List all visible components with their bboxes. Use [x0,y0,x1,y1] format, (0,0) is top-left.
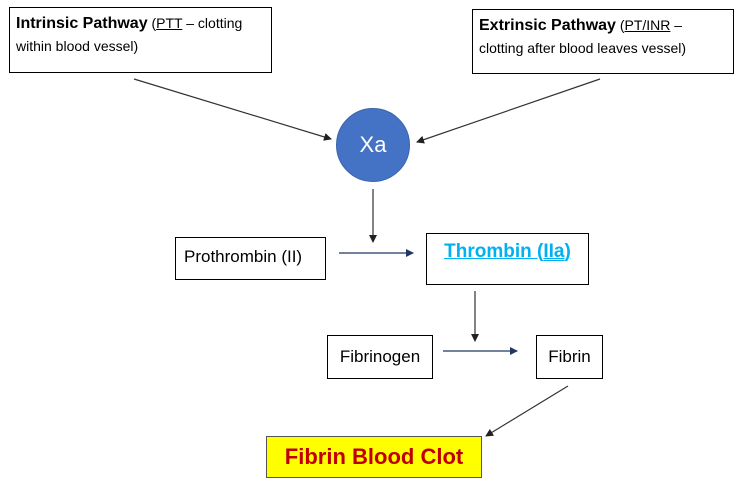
intrinsic-title: Intrinsic Pathway [16,15,148,32]
extrinsic-desc-2: clotting after blood leaves vessel) [479,40,686,56]
intrinsic-pathway-box: Intrinsic Pathway (PTT – clotting within… [9,7,272,73]
fibrin-blood-clot-label: Fibrin Blood Clot [284,444,464,469]
factor-xa-label: Xa [359,132,387,157]
fibrinogen-label: Fibrinogen [339,347,421,366]
fibrinogen-box: Fibrinogen [327,335,433,379]
thrombin-close: ) [564,241,571,262]
intrinsic-desc-1: – clotting [182,15,243,31]
fibrin-label: Fibrin [548,347,591,366]
extrinsic-test: PT/INR [624,17,671,33]
extrinsic-title: Extrinsic Pathway [479,17,616,34]
extrinsic-desc-1: – [670,17,683,33]
intrinsic-desc-2: within blood vessel) [16,38,139,54]
intrinsic-paren: ( [147,15,157,31]
prothrombin-label: Prothrombin (II) [184,246,303,266]
arrow-intrinsic-to-xa [133,78,332,141]
extrinsic-paren: ( [615,17,625,33]
thrombin-label: Thrombin (IIa) [444,241,571,263]
extrinsic-pathway-box: Extrinsic Pathway (PT/INR – clotting aft… [472,9,734,74]
arrow-extrinsic-to-xa [416,78,601,144]
thrombin-box: Thrombin (IIa) [426,233,589,285]
thrombin-text: Thrombin ( [444,241,544,262]
factor-xa-circle: Xa [336,108,410,182]
fibrin-blood-clot-box: Fibrin Blood Clot [266,436,482,478]
fibrin-box: Fibrin [536,335,603,379]
prothrombin-box: Prothrombin (II) [175,237,326,280]
arrow-fibrin-to-clot [485,385,569,437]
thrombin-spellcheck-word: IIa [543,241,565,262]
intrinsic-test: PTT [156,15,183,31]
